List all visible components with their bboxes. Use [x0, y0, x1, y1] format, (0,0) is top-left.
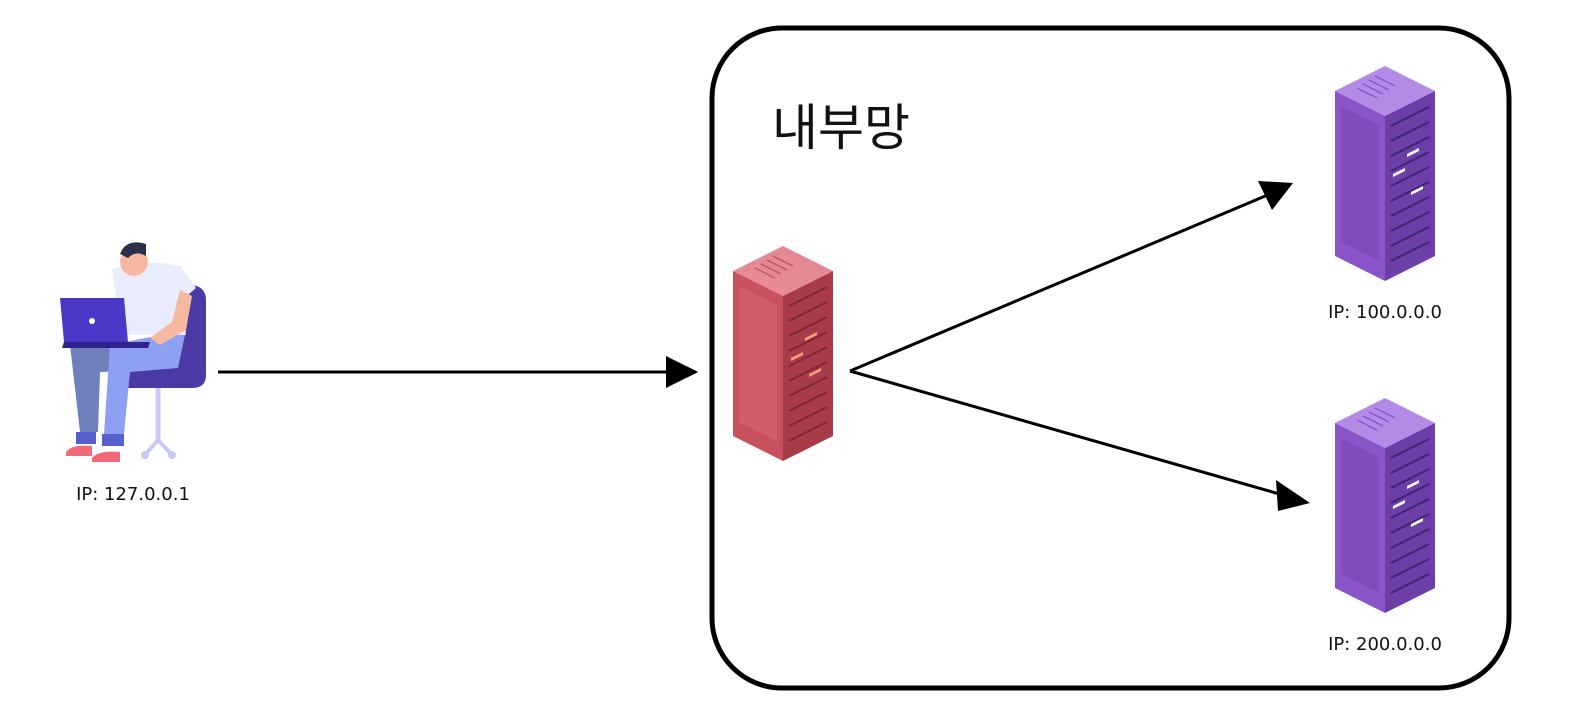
edge-gateway-to-server-a — [849, 192, 1271, 373]
edge-gateway-to-server-b — [849, 369, 1284, 497]
server-a-ip-label: IP: 100.0.0.0 — [1328, 302, 1442, 323]
user-laptop-icon — [60, 242, 206, 462]
arrowhead-server-b — [1276, 480, 1310, 511]
client-ip-label: IP: 127.0.0.1 — [76, 484, 190, 505]
arrowhead-server-a — [1258, 181, 1293, 210]
server-b-ip-label: IP: 200.0.0.0 — [1328, 634, 1442, 655]
internal-network-title: 내부망 — [772, 99, 910, 157]
arrowhead-gateway — [666, 356, 698, 388]
server-a-icon — [1335, 66, 1435, 281]
server-b-icon — [1335, 398, 1435, 613]
gateway-server-icon — [733, 246, 833, 461]
internal-network-boundary — [709, 25, 1512, 691]
